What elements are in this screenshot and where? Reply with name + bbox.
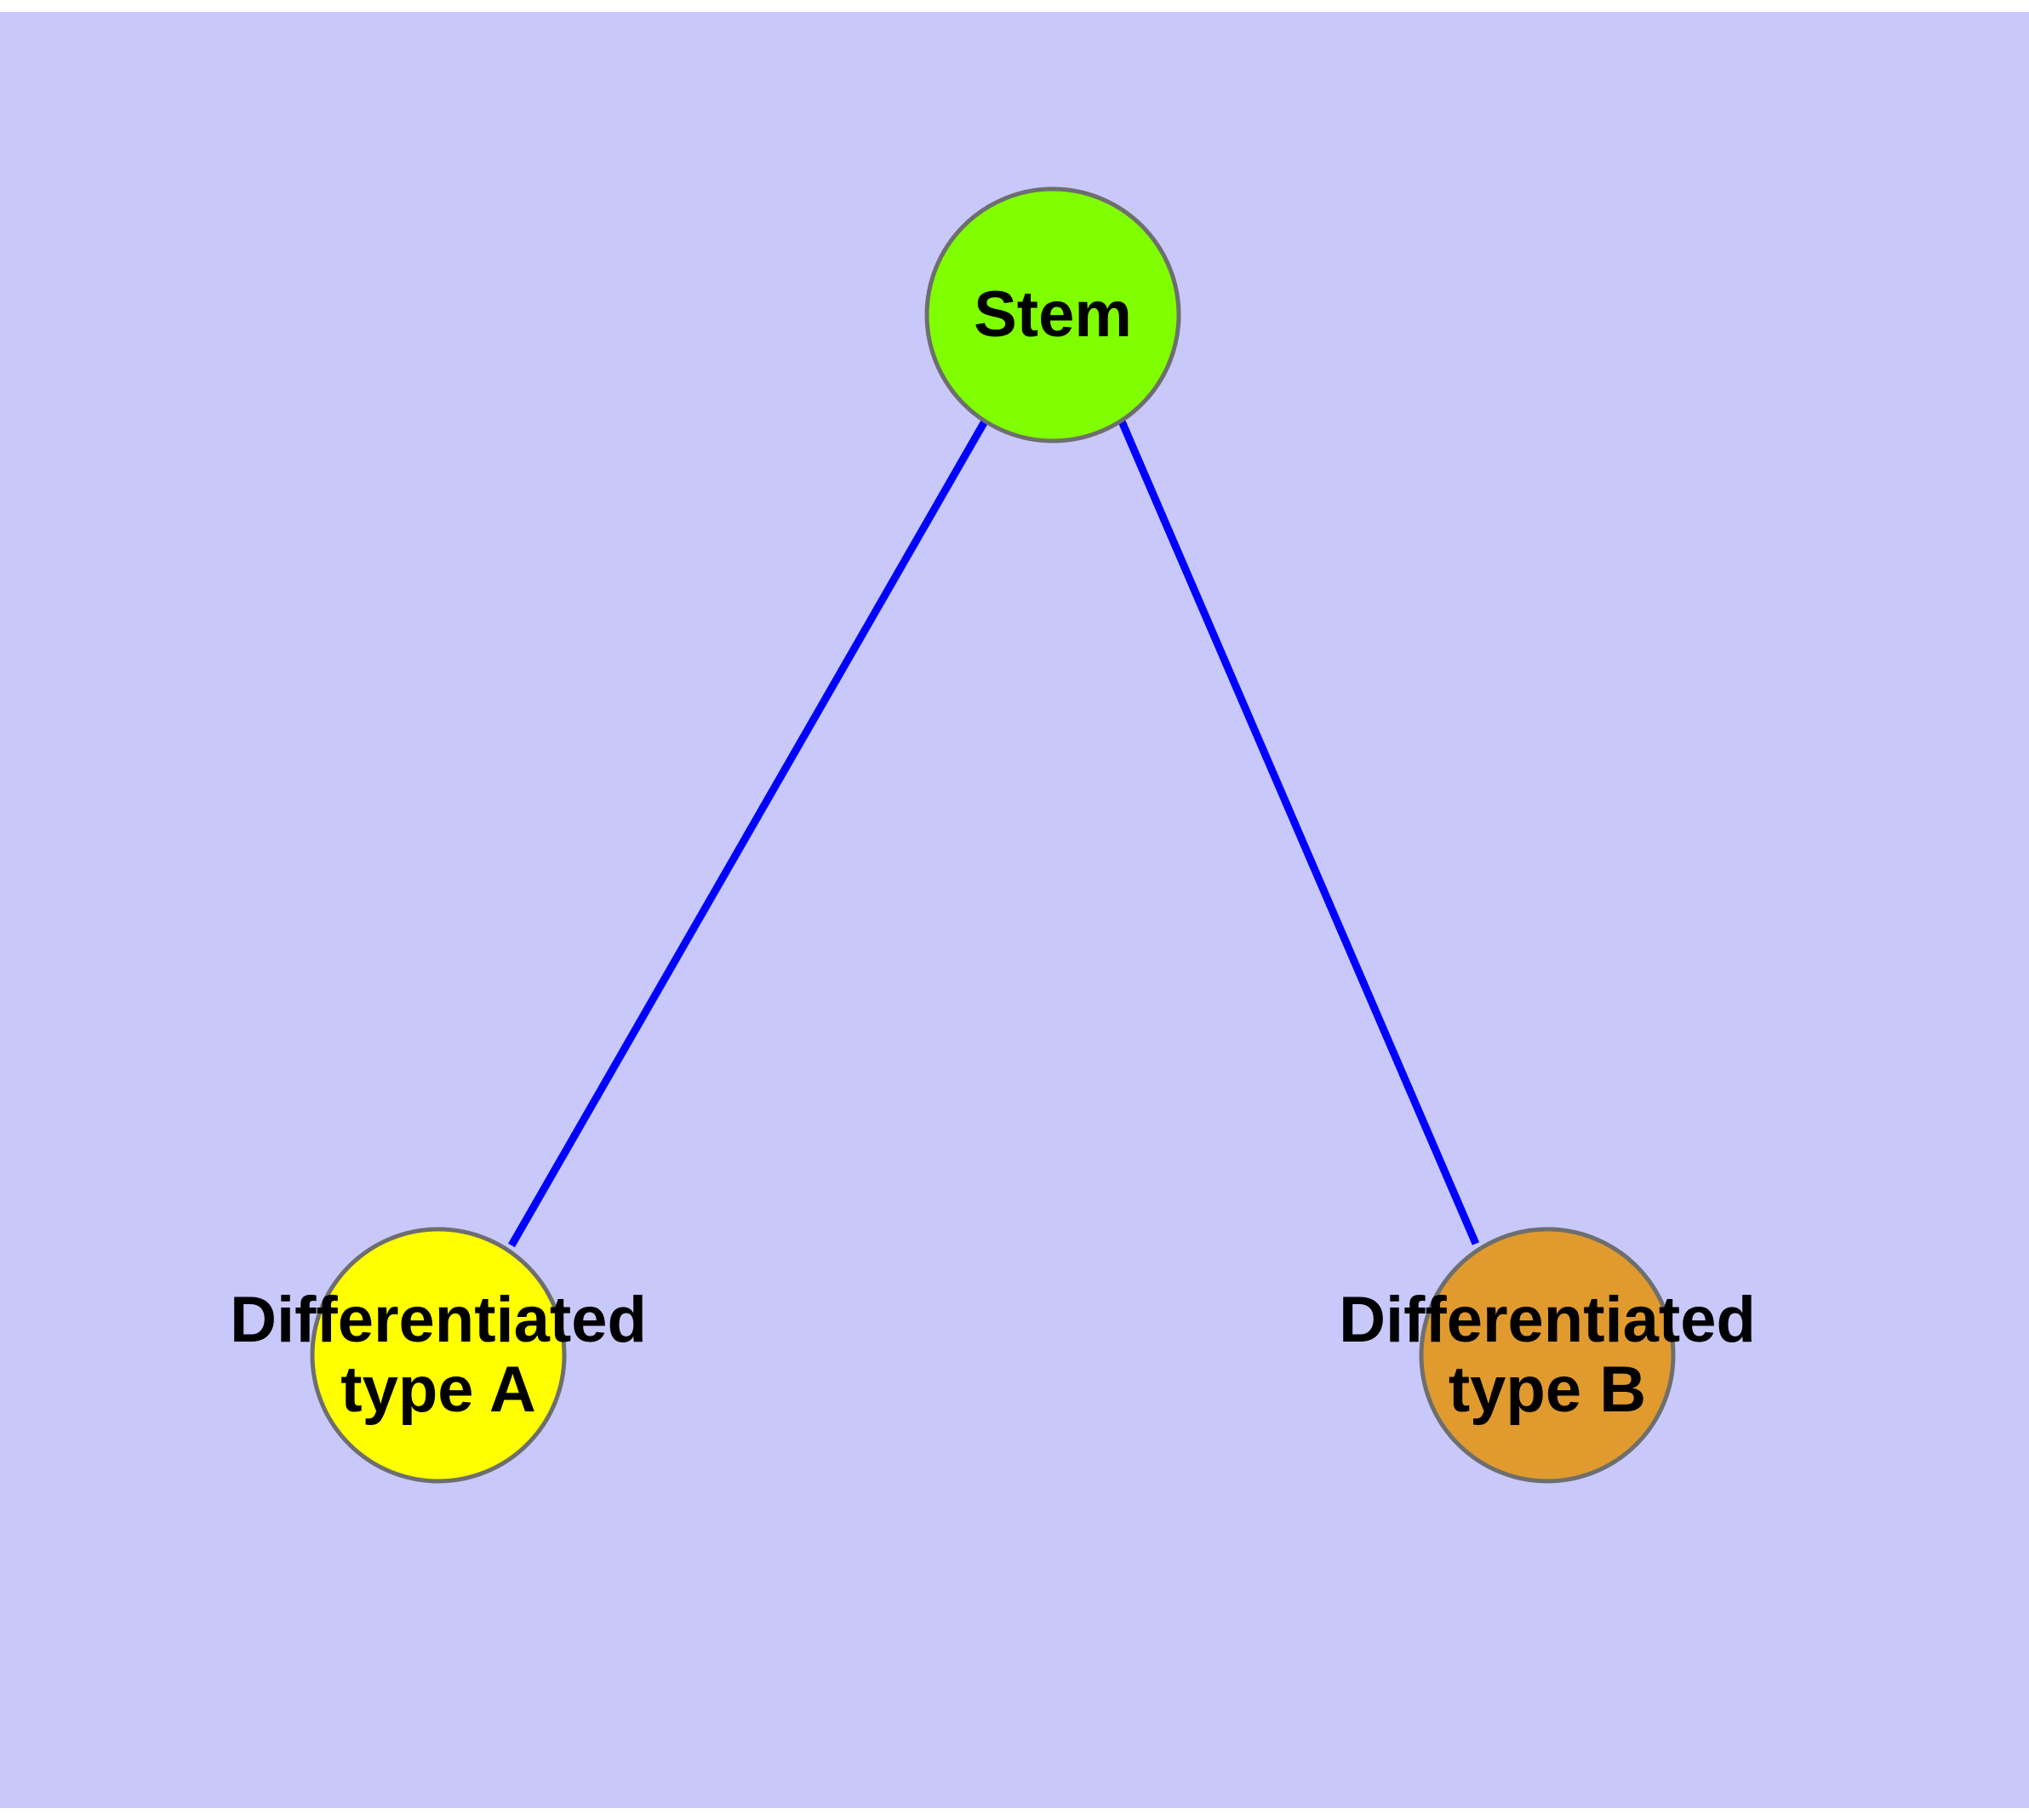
edge-stem-diff-a (508, 419, 988, 1248)
node-circle-diff-a[interactable] (310, 1227, 567, 1484)
nodes-layer (310, 186, 1676, 1484)
edges-layer (508, 419, 1480, 1248)
edge-stem-diff-b (1117, 420, 1480, 1245)
node-circle-diff-b[interactable] (1419, 1227, 1676, 1484)
node-circle-stem[interactable] (924, 186, 1181, 444)
